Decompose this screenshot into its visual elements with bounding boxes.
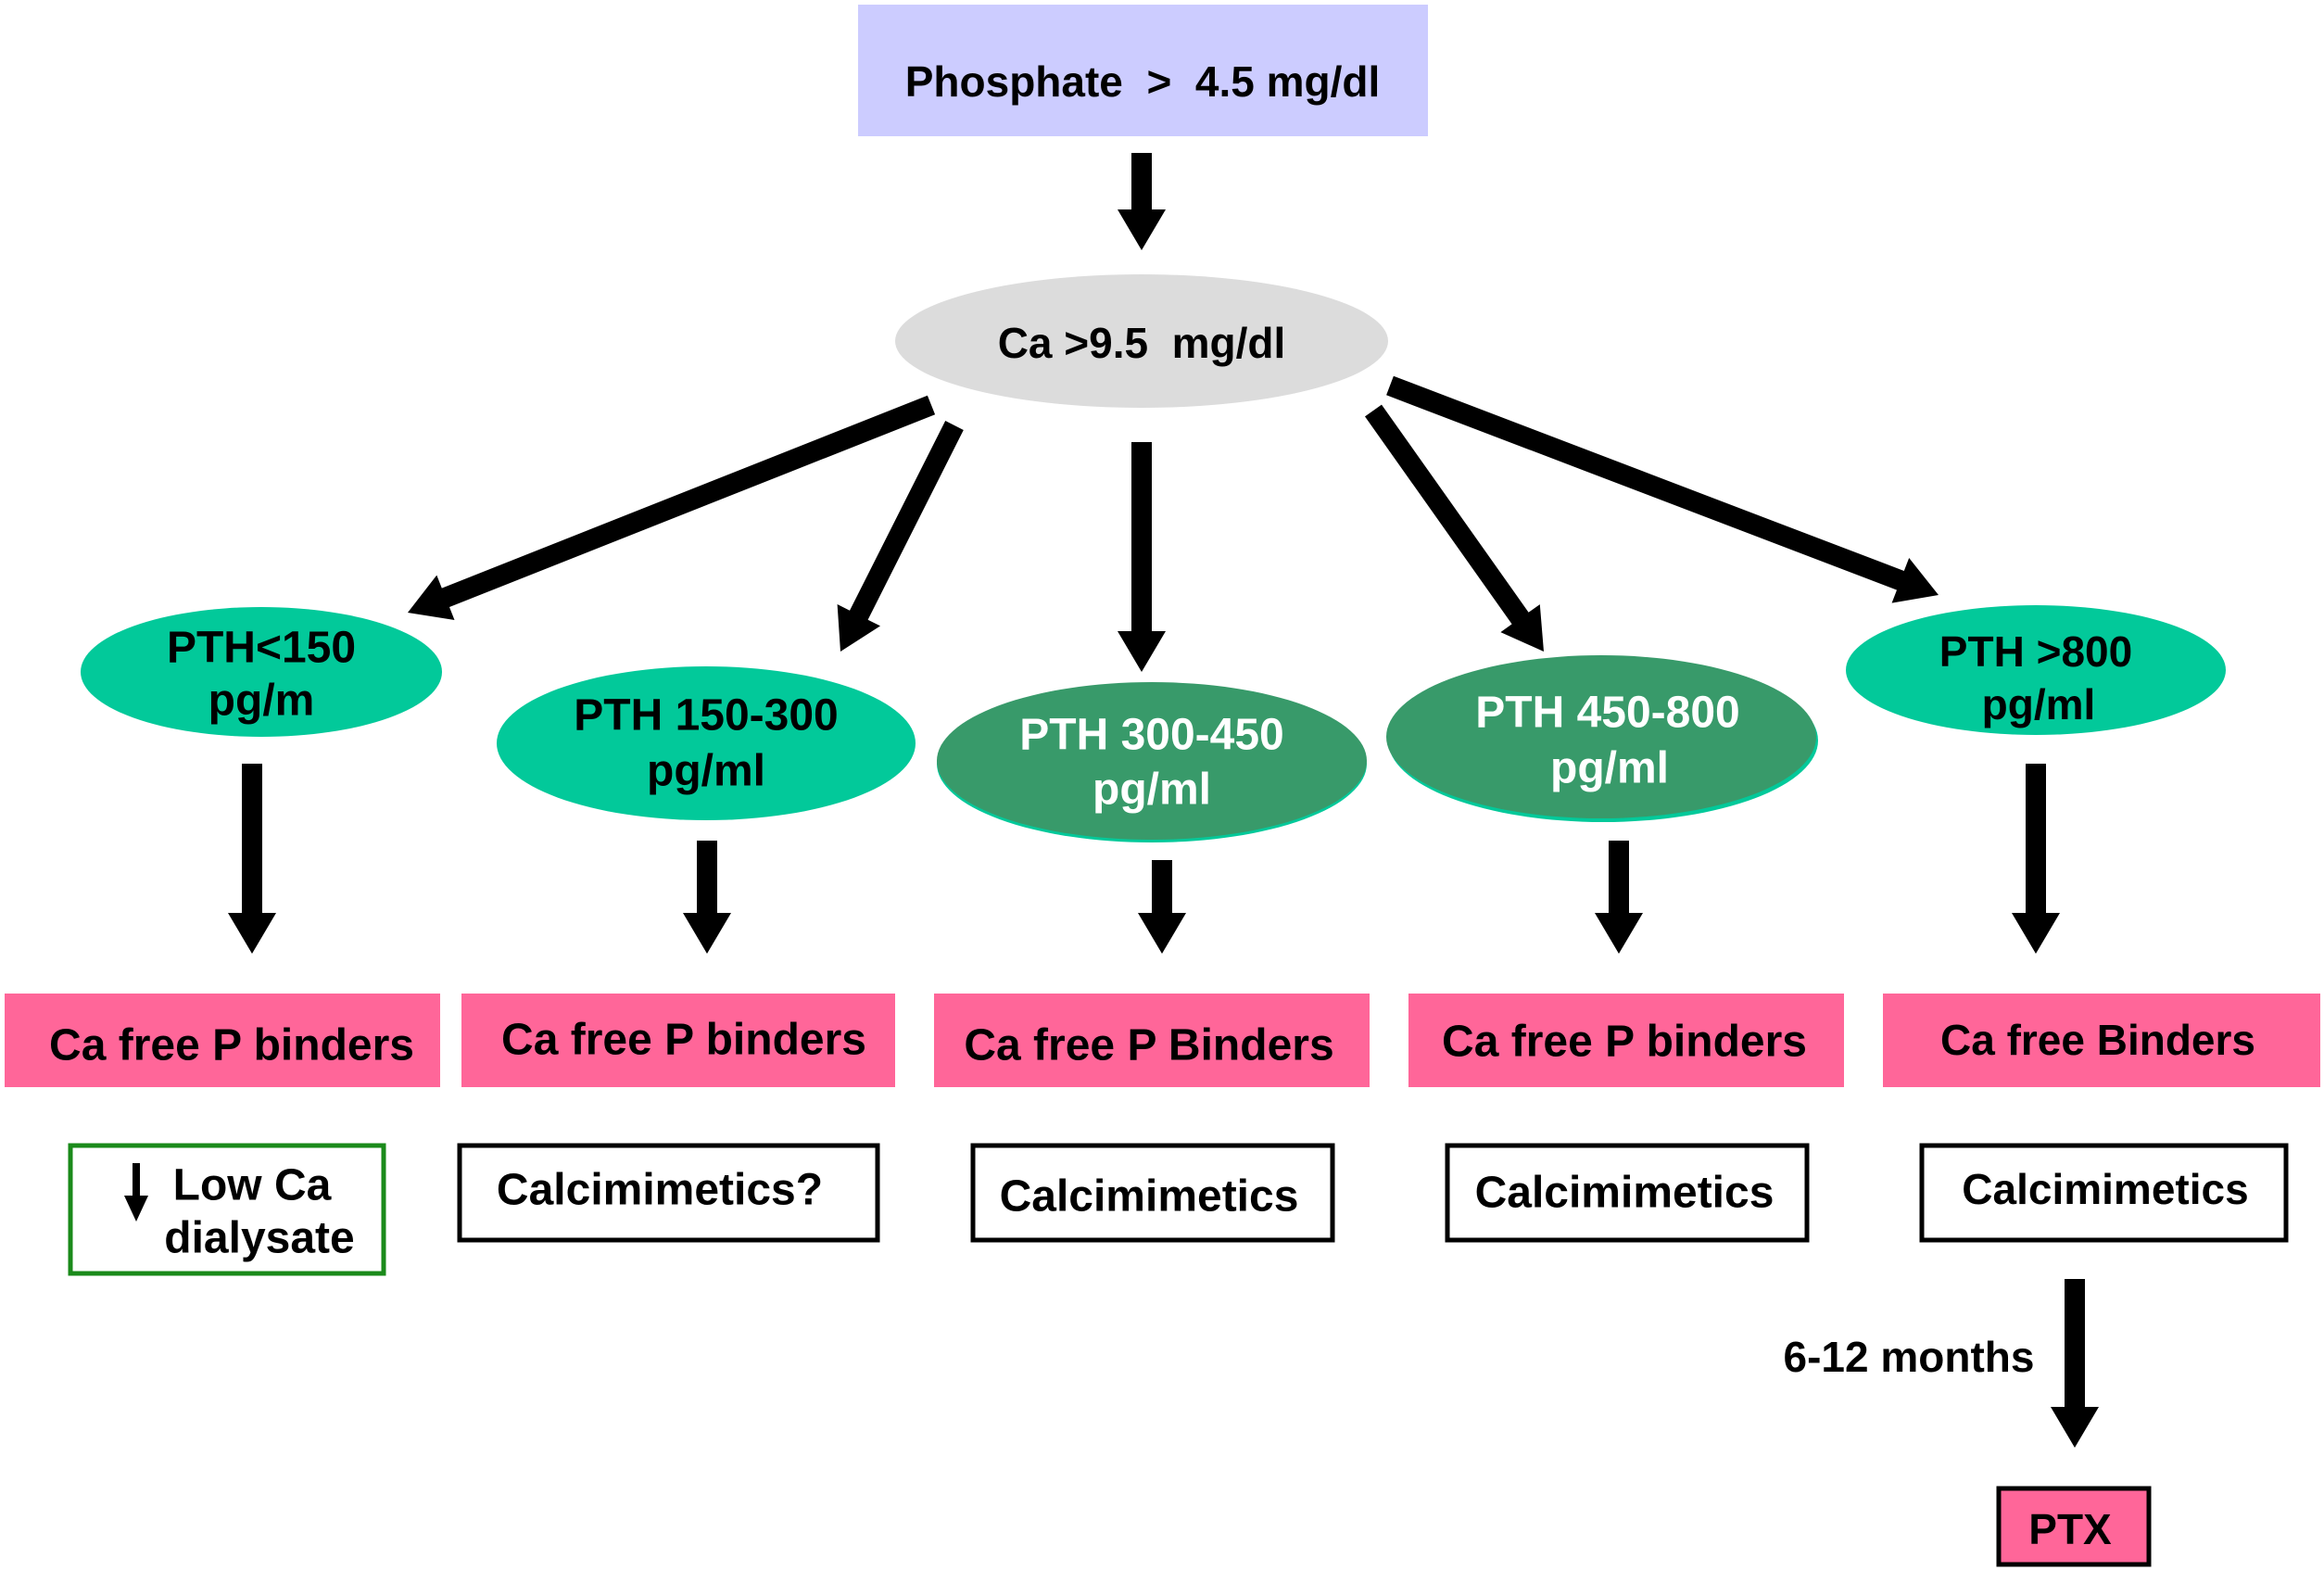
binder-box-1: Ca free P binders — [5, 994, 440, 1087]
pth-ellipse — [1386, 655, 1816, 818]
therapy-box-4: Calcimimetics — [1445, 1143, 1810, 1243]
pth-ellipse — [497, 666, 916, 820]
binder-label: Ca free P binders — [501, 1016, 866, 1065]
arrow-calcimimetics-to-ptx — [2051, 1279, 2099, 1448]
pth-node-lt150: PTH<150 pg/m — [81, 607, 442, 737]
ptx-label: PTX — [2028, 1505, 2112, 1553]
arrow-calcium-to-pth-gt800 — [1386, 375, 1939, 603]
pth-unit-label: pg/m — [208, 677, 315, 726]
therapy-box-2: Calcimimetics? — [457, 1143, 880, 1243]
phosphate-box — [858, 5, 1428, 136]
arrow-pth-450-800-to-binder — [1595, 841, 1643, 954]
therapy-label: Calcimimetics — [1000, 1172, 1299, 1222]
arrow-calcium-to-pth-lt150 — [408, 395, 936, 620]
calcium-ellipse — [895, 274, 1388, 408]
pth-ellipse — [937, 682, 1367, 840]
arrow-pth-gt800-to-binder — [2012, 764, 2060, 954]
pth-range-label: PTH 150-300 — [574, 691, 839, 741]
therapy-label: Calcimimetics? — [497, 1166, 823, 1215]
binder-label: Ca free P binders — [49, 1021, 414, 1070]
calcium-node: Ca >9.5 mg/dl — [895, 274, 1388, 408]
pth-unit-label: pg/ml — [647, 747, 765, 796]
pth-ellipse — [81, 607, 442, 737]
arrow-phosphate-to-calcium — [1118, 153, 1166, 250]
ptx-node: PTX — [1996, 1486, 2152, 1567]
binder-label: Ca free P binders — [1442, 1018, 1807, 1067]
pth-range-label: PTH 300-450 — [1019, 711, 1284, 760]
therapy-label-line1: Low Ca — [173, 1161, 332, 1210]
pth-unit-label: pg/ml — [1550, 744, 1669, 793]
pth-range-label: PTH >800 — [1939, 627, 2132, 676]
pth-ellipse — [1846, 605, 2226, 735]
arrow-calcium-to-pth-300-450 — [1118, 442, 1166, 672]
binder-box-4: Ca free P binders — [1408, 994, 1844, 1087]
arrow-pth-lt150-to-binder — [228, 764, 276, 954]
therapy-box-3: Calcimimetics — [970, 1143, 1335, 1243]
therapy-box-low-ca-dialysate: Low Ca dialysate — [68, 1143, 386, 1276]
arrow-calcium-to-pth-450-800 — [1365, 404, 1544, 652]
phosphate-label: Phosphate > 4.5 mg/dl — [905, 57, 1381, 106]
down-arrow-icon — [124, 1163, 148, 1222]
pth-unit-label: pg/ml — [1982, 680, 2096, 728]
binder-box-2: Ca free P binders — [461, 994, 895, 1087]
therapy-label: Calcimimetics — [1475, 1169, 1775, 1218]
binder-box-5: Ca free Binders — [1883, 994, 2320, 1087]
pth-node-300-450: PTH 300-450 pg/ml — [937, 682, 1367, 842]
therapy-box-5: Calcimimetics — [1919, 1143, 2289, 1243]
phosphate-node: Phosphate > 4.5 mg/dl — [858, 5, 1428, 136]
binder-label: Ca free P Binders — [964, 1021, 1333, 1070]
pth-unit-label: pg/ml — [1093, 766, 1211, 815]
pth-range-label: PTH<150 — [167, 624, 356, 673]
escalation-interval-label: 6-12 months — [1784, 1333, 2035, 1381]
arrow-calcium-to-pth-150-300 — [837, 421, 964, 652]
therapy-label: Calcimimetics — [1962, 1165, 2248, 1213]
therapy-label-line2: dialysate — [164, 1214, 354, 1263]
pth-node-gt800: PTH >800 pg/ml — [1846, 605, 2226, 735]
pth-range-label: PTH 450-800 — [1475, 689, 1740, 738]
binder-box-3: Ca free P Binders — [934, 994, 1370, 1087]
arrow-pth-300-450-to-binder — [1138, 860, 1186, 954]
binder-label: Ca free Binders — [1940, 1016, 2255, 1064]
pth-node-450-800: PTH 450-800 pg/ml — [1386, 655, 1818, 822]
calcium-label: Ca >9.5 mg/dl — [998, 319, 1286, 367]
arrow-pth-150-300-to-binder — [683, 841, 731, 954]
pth-node-150-300: PTH 150-300 pg/ml — [497, 666, 916, 820]
